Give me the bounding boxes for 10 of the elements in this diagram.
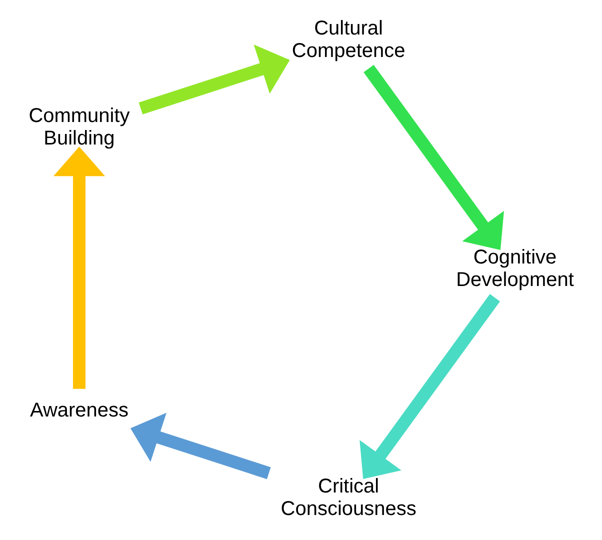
node-text: Community Building [28,104,130,150]
arrow [359,294,500,480]
arrow [363,64,504,250]
node-text: Cultural Competence [291,17,405,62]
arrow [130,412,270,480]
node-text: Cognitive Development [456,246,574,292]
node-text: Awareness [29,399,128,422]
arrow [138,44,290,114]
arrow [52,146,105,389]
node-text: Critical Consciousness [280,476,416,520]
